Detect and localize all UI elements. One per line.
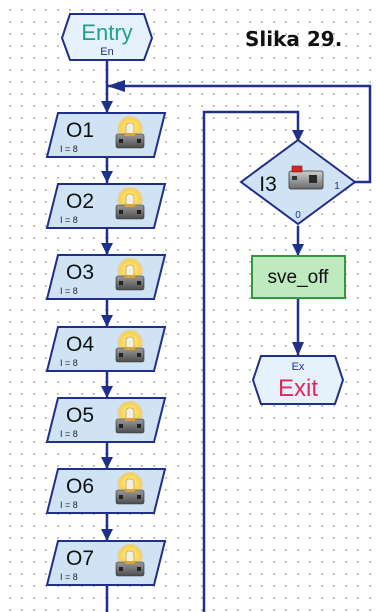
exit-label: Exit [278,375,318,402]
exit-sub-label: Ex [292,361,305,373]
lamp-icon [115,401,145,434]
connector-feed [202,110,300,612]
arrowhead-to-o7 [101,529,113,541]
lamp-icon [115,187,145,220]
output-block-3[interactable]: O3 I = 8 [45,254,167,300]
lamp-icon [115,116,145,149]
output-param: I = 8 [60,572,78,582]
branch-yes-label: 1 [334,181,340,192]
lamp-icon [115,330,145,363]
arrowhead-to-o5 [101,386,113,398]
output-param: I = 8 [60,358,78,368]
output-block-5[interactable]: O5 I = 8 [45,397,167,443]
lamp-icon [115,544,145,577]
output-block-4[interactable]: O4 I = 8 [45,326,167,372]
output-block-1[interactable]: O1 I = 8 [45,112,167,158]
arrowhead-to-branch [292,130,304,142]
arrowhead-to-o2 [101,171,113,183]
exit-shape [251,355,345,405]
arrowhead-to-exit [292,342,304,356]
output-blocks: O1 I = 8 O2 I = 8 O3 I = 8 O4 I = 8 O5 I = 8 O6 I =… [45,112,167,586]
branch-no-label: 0 [295,210,301,221]
exit-block[interactable]: Ex Exit [251,355,345,405]
entry-label: Entry [81,20,132,45]
output-block-7[interactable]: O7 I = 8 [45,540,167,586]
output-param: I = 8 [60,144,78,154]
arrowhead-to-o6 [101,457,113,469]
branch-label: I3 [259,173,277,196]
output-block-2[interactable]: O2 I = 8 [45,183,167,229]
output-label: O7 [66,547,94,570]
output-block-6[interactable]: O6 I = 8 [45,468,167,514]
arrow-heads [101,80,304,541]
subprogram-shape [251,255,346,299]
subprogram-label: sve_off [268,267,330,288]
arrowhead-loop-return [107,80,125,92]
pushbutton-switch-icon [288,165,324,190]
output-label: O2 [66,190,94,213]
lamp-icon [115,472,145,505]
lamp-icon [115,258,145,291]
output-param: I = 8 [60,286,78,296]
output-label: O3 [66,261,94,284]
arrowhead-to-o4 [101,315,113,327]
output-label: O1 [66,119,94,142]
output-label: O5 [66,404,94,427]
arrowhead-to-subprogram [292,244,304,256]
output-label: O4 [66,333,94,356]
entry-block[interactable]: Entry En [60,13,154,61]
output-param: I = 8 [60,429,78,439]
output-param: I = 8 [60,500,78,510]
entry-sub-label: En [100,46,113,58]
arrowhead-to-o3 [101,243,113,255]
output-param: I = 8 [60,215,78,225]
branch-block-i3[interactable]: I3 1 0 [239,138,357,226]
figure-caption: Slika 29. [245,27,343,51]
arrowhead-to-o1 [101,101,113,113]
subprogram-block-sve-off[interactable]: sve_off [251,255,346,299]
output-label: O6 [66,475,94,498]
connector-loop-return [107,84,372,184]
entry-shape [60,13,154,61]
